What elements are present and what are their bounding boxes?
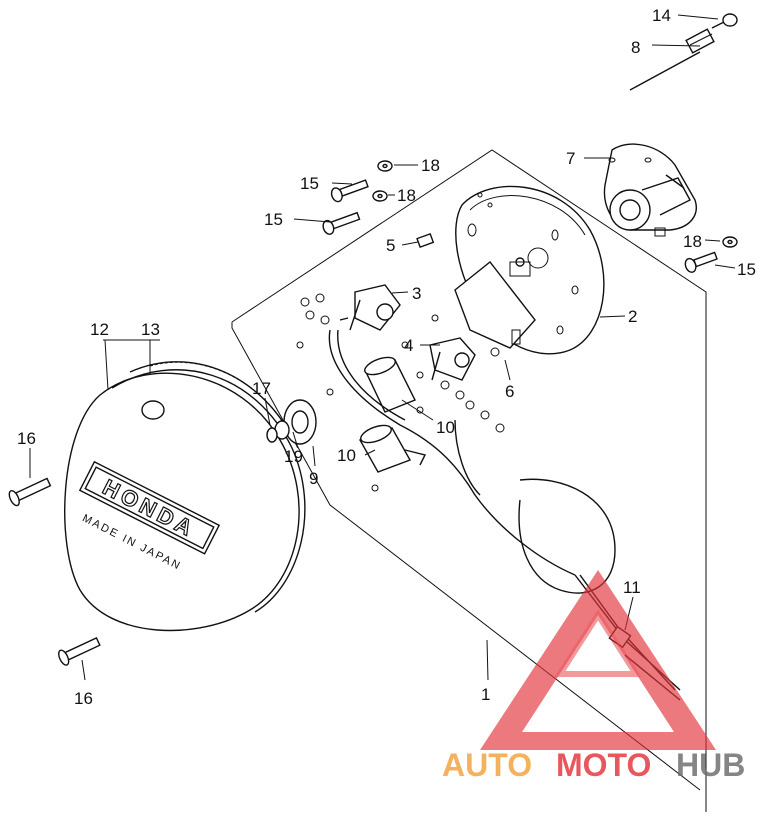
- spark-advancer: [603, 143, 697, 237]
- watermark-hub: HUB: [676, 747, 745, 783]
- callout-16-left: 16: [17, 429, 36, 448]
- watermark-auto: AUTO: [442, 747, 532, 783]
- callout-3: 3: [412, 284, 421, 303]
- assembly-boundary: [231, 149, 707, 812]
- generator-cover: HONDA MADE IN JAPAN: [64, 361, 306, 632]
- rod-and-pin: [629, 13, 738, 91]
- callout-2: 2: [628, 307, 637, 326]
- callout-15-right: 15: [737, 260, 756, 279]
- callout-15-mid: 15: [264, 210, 283, 229]
- contact-breakers: [339, 284, 476, 381]
- watermark-logo: AUTO MOTO HUB: [442, 570, 745, 783]
- callout-4: 4: [404, 336, 413, 355]
- callout-6: 6: [505, 382, 514, 401]
- callout-9: 9: [309, 469, 318, 488]
- callout-11: 11: [623, 578, 641, 597]
- callout-18-right: 18: [683, 232, 702, 251]
- callout-17: 17: [252, 379, 271, 398]
- callout-14: 14: [652, 6, 671, 25]
- callout-15-top: 15: [300, 174, 319, 193]
- leader-lines: [29, 14, 736, 681]
- oil-seal-stack: [266, 399, 317, 445]
- callout-8: 8: [631, 38, 640, 57]
- condensers: [358, 356, 427, 473]
- callout-16-bottom: 16: [74, 689, 93, 708]
- callout-19: 19: [284, 447, 303, 466]
- callout-12: 12: [90, 320, 109, 339]
- fasteners: [8, 160, 738, 666]
- callout-5: 5: [386, 236, 395, 255]
- stator-plate: [454, 185, 605, 355]
- callout-10-left: 10: [337, 446, 356, 465]
- callout-1: 1: [481, 685, 490, 704]
- watermark-triangle-icon: [480, 570, 716, 750]
- callout-18-top: 18: [421, 156, 440, 175]
- watermark-moto: MOTO: [556, 747, 651, 783]
- callout-13: 13: [141, 320, 160, 339]
- callout-10-right: 10: [436, 418, 455, 437]
- callout-7: 7: [566, 149, 575, 168]
- callout-numbers: 14 8 7 15 18 18 15 5 18 15 3 2 4 6 12 13…: [17, 6, 756, 708]
- callout-18-mid: 18: [397, 186, 416, 205]
